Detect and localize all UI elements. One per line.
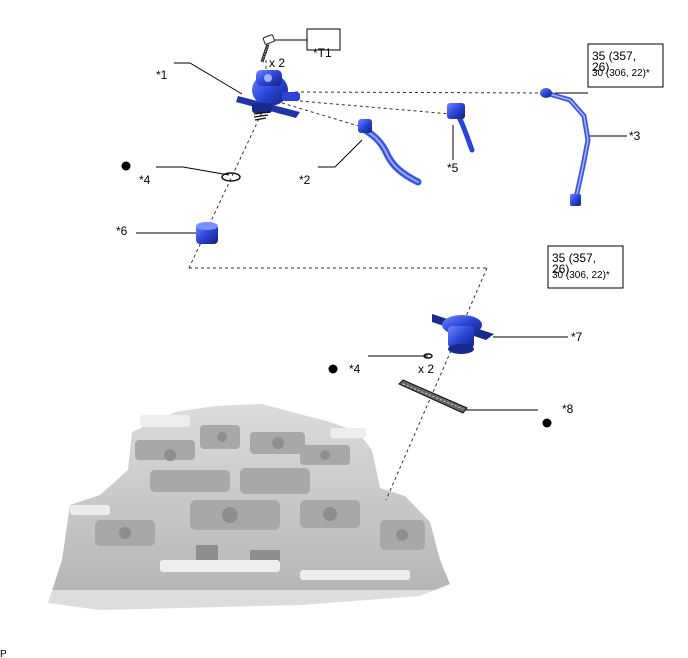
- callout-4-upper: *4: [139, 173, 151, 187]
- callout-t1: *T1: [313, 46, 332, 60]
- gasket-quantity: x 2: [418, 362, 434, 376]
- callout-3: *3: [629, 129, 641, 143]
- bolt-quantity: x 2: [269, 56, 285, 70]
- bolt-icon: [260, 34, 275, 63]
- torque-upper-line2: 26): [592, 60, 609, 74]
- footer-code: P: [0, 649, 7, 658]
- gasket-part: [398, 379, 468, 414]
- engine-block: [40, 404, 460, 612]
- pump-base-part: [432, 314, 494, 354]
- torque-lower-line2: 26): [552, 262, 569, 276]
- alignment-lines: [188, 60, 541, 501]
- torque-lower-line1: 35 (357,: [552, 251, 596, 265]
- non-reusable-marker: [121, 161, 131, 171]
- callout-4-lower: *4: [349, 362, 361, 376]
- lifter-part: [196, 222, 218, 244]
- fuel-pump-part: [236, 70, 300, 121]
- leader-lines: [136, 39, 627, 411]
- torque-lower-line3: 30 (306, 22)*: [552, 270, 610, 281]
- o-ring-lower-part: [423, 353, 433, 359]
- connector-part: [447, 103, 475, 153]
- callout-8: *8: [562, 402, 574, 416]
- callout-1: *1: [156, 68, 168, 82]
- callout-7: *7: [571, 330, 583, 344]
- callout-5: *5: [447, 161, 459, 175]
- torque-upper-line3: 30 (306, 22)*: [592, 68, 650, 79]
- torque-upper-line1: 35 (357,: [592, 49, 636, 63]
- o-ring-part: [221, 172, 241, 182]
- torque-box-t1: [306, 28, 341, 51]
- non-reusable-marker: [328, 364, 338, 374]
- torque-box-upper: [587, 43, 664, 88]
- torque-box-lower: [547, 245, 624, 289]
- fuel-hose-part: [358, 119, 422, 186]
- non-reusable-marker: [542, 418, 552, 428]
- callout-6: *6: [116, 224, 128, 238]
- fuel-pipe-part: [540, 88, 591, 206]
- callout-2: *2: [299, 173, 311, 187]
